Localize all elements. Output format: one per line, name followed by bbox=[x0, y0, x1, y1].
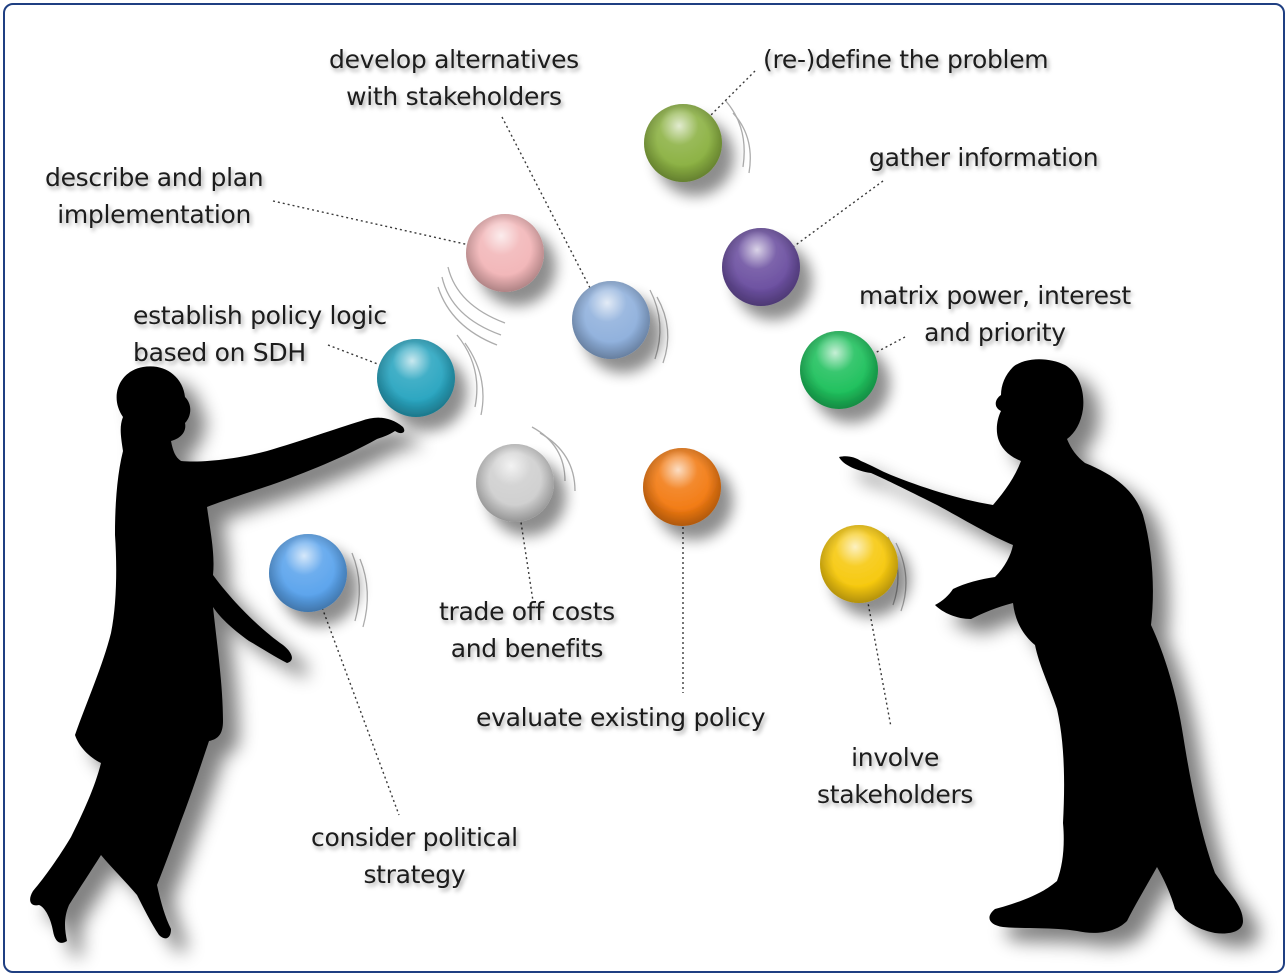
ball-involve bbox=[820, 525, 898, 603]
label-policy-logic: establish policy logic based on SDH bbox=[133, 301, 387, 367]
leader-policy-logic bbox=[327, 344, 418, 380]
label-alternatives: develop alternatives with stakeholders bbox=[329, 45, 579, 111]
label-implementation: describe and plan implementation bbox=[45, 163, 264, 229]
ball-matrix bbox=[800, 331, 878, 409]
label-redefine: (re-)define the problem bbox=[763, 45, 1049, 74]
leader-redefine bbox=[682, 70, 756, 144]
ball-political bbox=[269, 534, 347, 612]
label-involve: involve stakeholders bbox=[817, 743, 974, 809]
diagram-frame: (re-)define the problem develop alternat… bbox=[3, 3, 1285, 973]
woman-silhouette bbox=[30, 366, 405, 943]
label-gather: gather information bbox=[869, 143, 1099, 172]
man-silhouette bbox=[839, 359, 1243, 934]
ball-tradeoff bbox=[476, 444, 554, 522]
leader-political bbox=[309, 574, 400, 816]
label-political: consider political strategy bbox=[311, 823, 518, 889]
label-matrix: matrix power, interest and priority bbox=[859, 281, 1131, 347]
ball-redefine bbox=[644, 104, 722, 182]
label-tradeoff: trade off costs and benefits bbox=[439, 597, 615, 663]
ball-policy-logic bbox=[377, 339, 455, 417]
ball-alternatives bbox=[572, 281, 650, 359]
balls bbox=[269, 104, 898, 612]
ball-evaluate bbox=[643, 448, 721, 526]
motion-arcs bbox=[351, 99, 907, 628]
label-evaluate: evaluate existing policy bbox=[476, 703, 766, 732]
juggling-diagram bbox=[30, 70, 1243, 943]
ball-gather bbox=[722, 228, 800, 306]
ball-implementation bbox=[466, 214, 544, 292]
